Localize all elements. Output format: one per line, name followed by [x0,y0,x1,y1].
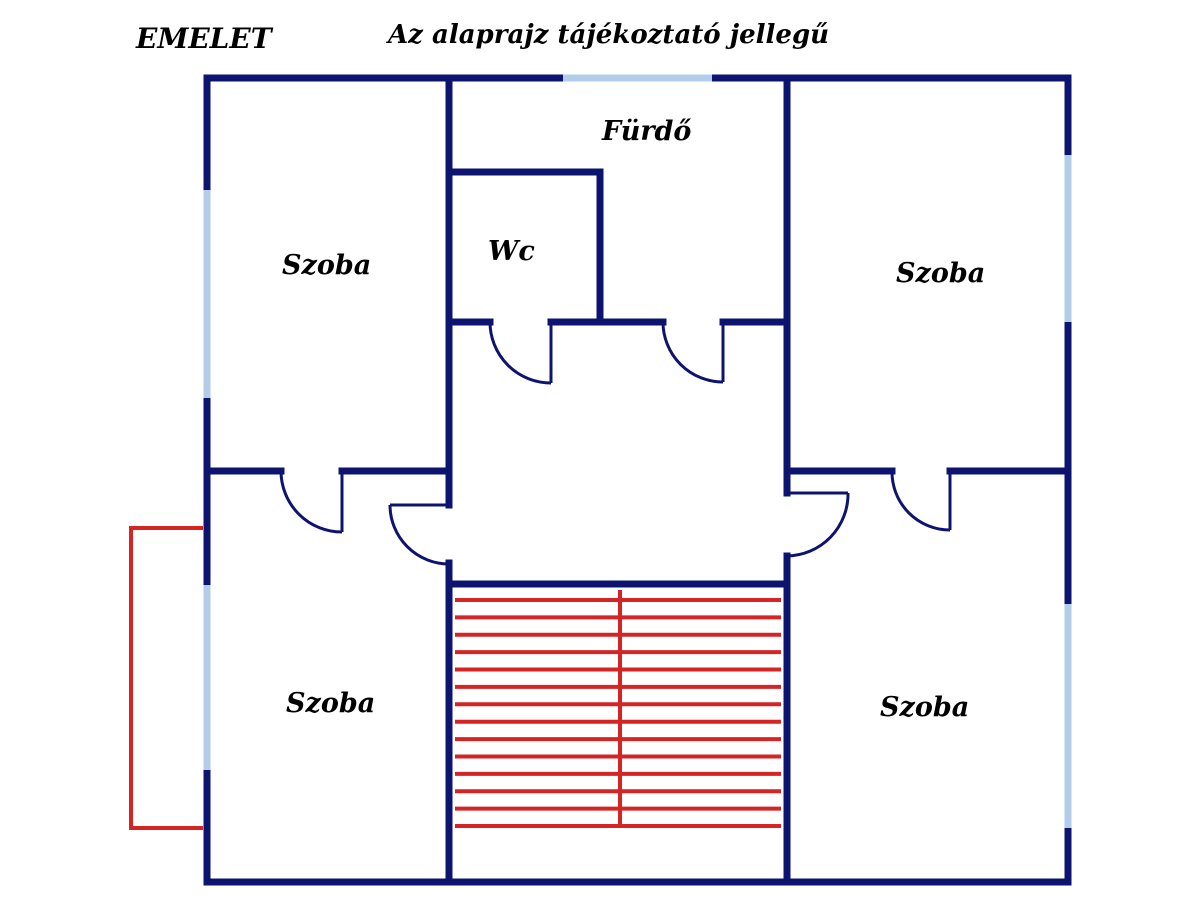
room-label-top-left: Szoba [282,250,372,281]
room-label-bathroom: Fürdő [602,116,692,147]
doors [279,321,952,566]
door-right-divider-swing [890,470,951,532]
door-right-corridor-swing [786,492,850,558]
room-label-top-right: Szoba [896,258,986,289]
windows [203,74,1072,828]
room-label-wc: Wc [488,236,535,267]
room-label-bottom-left: Szoba [286,688,376,719]
floor-label: EMELET [136,22,272,55]
staircase [455,590,781,828]
door-bath-swing [661,321,724,384]
walls [203,74,1072,886]
door-left-divider-swing [279,470,343,534]
room-label-bottom-right: Szoba [880,692,970,723]
balcony-outline [129,526,203,830]
door-left-corridor-swing [388,504,450,566]
door-wc-swing [488,321,552,385]
disclaimer-note: Az alaprajz tájékoztató jellegű [388,20,830,50]
